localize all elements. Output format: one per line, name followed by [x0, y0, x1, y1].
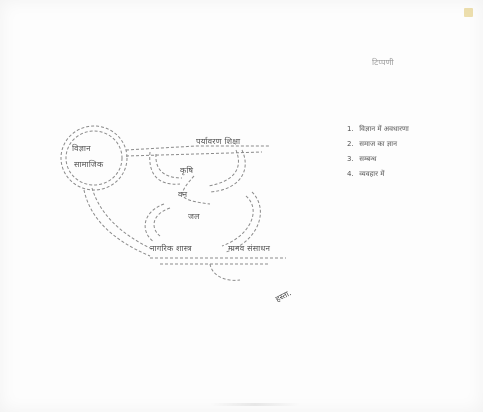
top-right-note-line1: टिप्पणी	[372, 58, 394, 67]
node-lower-label: जल	[188, 212, 200, 221]
list-text: व्यवहार में	[359, 170, 385, 178]
node-mid-label: वन	[178, 190, 188, 199]
list-item: 4. व्यवहार में	[347, 167, 409, 182]
list-item: 1. विज्ञान में अवधारणा	[347, 122, 409, 137]
numbered-list: 1. विज्ञान में अवधारणा 2. समाज का ज्ञान …	[347, 122, 409, 182]
scan-smudge	[210, 403, 300, 406]
node-bottom-right-label: मानव संसाधन	[228, 244, 271, 253]
list-number: 4.	[347, 170, 354, 178]
circle-label-top: विज्ञान	[72, 144, 91, 153]
list-item: 3. सम्बन्ध	[347, 152, 409, 167]
node-center-label: कृषि	[180, 166, 194, 175]
list-number: 1.	[347, 125, 354, 133]
list-number: 3.	[347, 155, 354, 163]
list-text: समाज का ज्ञान	[359, 140, 397, 148]
corner-mark-icon	[464, 8, 473, 17]
list-item: 2. समाज का ज्ञान	[347, 137, 409, 152]
node-top-right-label: पर्यावरण शिक्षा	[196, 137, 241, 146]
top-right-note: टिप्पणी	[372, 58, 394, 67]
list-text: सम्बन्ध	[359, 155, 377, 163]
circle-label-bottom: सामाजिक	[74, 160, 104, 169]
list-text: विज्ञान में अवधारणा	[359, 125, 409, 133]
list-number: 2.	[347, 140, 354, 148]
node-bottom-left-label: नागरिक शास्त्र	[150, 244, 192, 253]
